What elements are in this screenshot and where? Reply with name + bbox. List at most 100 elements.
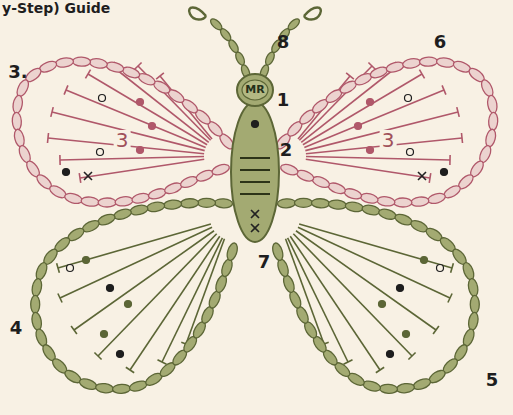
- stitch-bar: [448, 293, 452, 302]
- chain-stitch: [146, 201, 165, 213]
- stitch-dot: [421, 257, 428, 264]
- chain-stitch: [95, 382, 114, 393]
- stitch-bar: [59, 155, 61, 165]
- chain-stitch: [31, 295, 40, 313]
- chain-stitch: [121, 65, 141, 80]
- chain-stitch: [198, 198, 216, 207]
- stitch-bar: [451, 263, 454, 273]
- stitch-dot: [117, 351, 124, 358]
- stitch-line: [60, 157, 204, 160]
- callout-number: 3: [380, 130, 397, 150]
- stitch-line: [293, 234, 412, 356]
- chain-stitch: [225, 242, 239, 262]
- stitch-bar: [64, 85, 68, 94]
- chain-stitch: [34, 261, 49, 281]
- stitch-bar: [461, 133, 462, 143]
- chain-stitch: [467, 312, 479, 331]
- chain-stitch: [31, 278, 43, 297]
- title: y-Step) Guide: [2, 1, 110, 16]
- callout-number: 7: [258, 253, 271, 271]
- chain-stitch: [180, 198, 198, 208]
- chain-stitch: [12, 112, 22, 130]
- chain-stitch: [72, 57, 90, 67]
- chain-stitch: [343, 187, 363, 201]
- chain-stitch: [55, 57, 74, 68]
- stitch-line: [58, 224, 211, 268]
- stitch-bar: [449, 155, 451, 165]
- chain-stitch: [369, 65, 389, 80]
- stitch-dot: [405, 95, 412, 102]
- magic-ring: MR: [241, 79, 269, 101]
- chain-stitch: [128, 379, 148, 393]
- chain-stitch: [427, 192, 447, 206]
- antenna-loop: [189, 8, 206, 20]
- chain-stitch: [209, 17, 224, 32]
- callout-number: 6: [434, 33, 447, 51]
- chain-stitch: [376, 196, 395, 207]
- chain-stitch: [98, 198, 116, 207]
- chain-stitch: [488, 112, 498, 130]
- stitch-line: [98, 234, 217, 356]
- stitch-dot: [149, 123, 156, 130]
- chain-stitch: [163, 199, 182, 210]
- stitch-dot: [355, 123, 362, 130]
- chain-stitch: [362, 379, 382, 393]
- chain-stitch: [396, 382, 415, 393]
- stitch-bar: [134, 63, 141, 70]
- chain-stitch: [131, 192, 151, 205]
- chain-stitch: [277, 198, 296, 208]
- chain-stitch: [394, 198, 412, 207]
- chain-stitch: [379, 384, 397, 394]
- stitch-line: [162, 238, 222, 362]
- stitch-line: [290, 236, 380, 370]
- chain-stitch: [484, 128, 497, 148]
- callout-number: 2: [280, 141, 293, 159]
- chain-stitch: [211, 162, 231, 176]
- chain-stitch: [113, 207, 133, 221]
- stitch-bar: [85, 70, 90, 79]
- chain-stitch: [470, 295, 479, 313]
- stitch-dot: [403, 331, 410, 338]
- stitch-dot: [137, 147, 144, 154]
- stitch-dot: [252, 121, 259, 128]
- chain-stitch: [359, 192, 379, 205]
- stitch-bar: [126, 367, 134, 373]
- stitch-line: [74, 231, 214, 330]
- sc-symbol: [84, 172, 92, 180]
- stitch-bar: [344, 360, 353, 364]
- stitch-dot: [407, 149, 414, 156]
- chain-stitch: [402, 57, 421, 69]
- stitch-dot: [63, 169, 70, 176]
- chain-stitch: [294, 198, 312, 207]
- chain-stitch: [31, 312, 43, 331]
- chain-stitch: [13, 128, 26, 148]
- stitch-dot: [67, 265, 74, 272]
- callout-number: 3: [114, 130, 131, 150]
- callout-number: 1: [277, 91, 290, 109]
- butterfly-body: [231, 102, 279, 242]
- sc-symbol: [251, 224, 259, 232]
- body-row: [240, 157, 270, 159]
- stitch-line: [305, 112, 458, 151]
- body-row: [240, 193, 270, 195]
- chain-stitch: [467, 278, 479, 297]
- callout-number: 3.: [8, 63, 27, 81]
- chain-stitch: [129, 204, 149, 217]
- stitch-line: [80, 159, 204, 178]
- stitch-line: [306, 157, 450, 160]
- stitch-bar: [457, 107, 459, 117]
- chain-stitch: [78, 377, 98, 392]
- chain-stitch: [486, 95, 498, 114]
- chain-stitch: [279, 162, 299, 176]
- stitch-bar: [156, 73, 164, 79]
- stitch-line: [296, 231, 436, 330]
- chain-stitch: [419, 57, 437, 67]
- stitch-dot: [83, 257, 90, 264]
- chain-stitch: [276, 258, 290, 278]
- stitch-dot: [367, 99, 374, 106]
- stitch-bar: [429, 173, 430, 183]
- chain-stitch: [378, 207, 398, 221]
- stitch-bar: [346, 73, 354, 79]
- stitch-dot: [125, 301, 132, 308]
- stitch-bar: [57, 263, 60, 273]
